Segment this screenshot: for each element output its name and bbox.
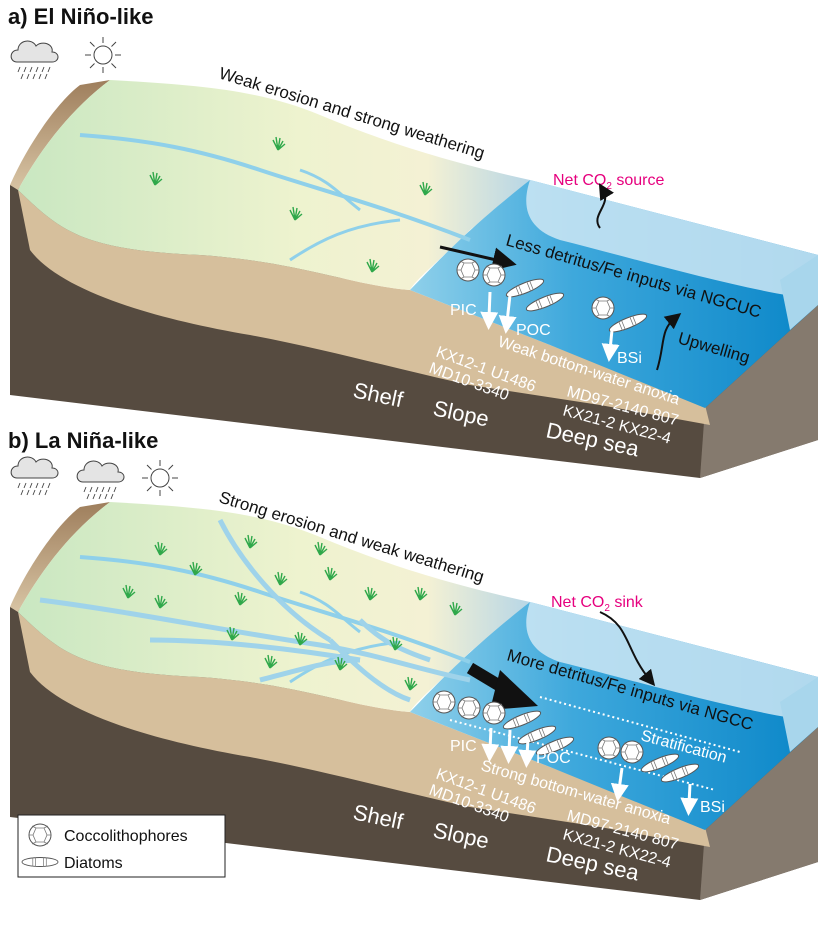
co2-flux-label: Net CO2 sink: [551, 594, 644, 614]
bsi-arrow-icon: [680, 783, 699, 816]
poc-arrow-icon: [498, 294, 517, 334]
legend-coccolithophores: Coccolithophores: [64, 828, 188, 845]
poc-label: POC: [516, 322, 551, 339]
bsi-label: BSi: [700, 799, 725, 816]
detritus-arrow-icon: [439, 245, 517, 271]
co2-arrow-icon: [599, 611, 656, 687]
pic-arrow-icon: [481, 727, 500, 762]
pic-label: PIC: [450, 738, 477, 755]
panel-el-nino: a) El Niño-like Weak erosion and strong …: [8, 4, 818, 480]
coccolithophore-icon: [432, 690, 456, 714]
coccolithophore-icon: [28, 823, 52, 847]
poc-arrow-icon: [518, 737, 537, 768]
panel-title: a) El Niño-like: [8, 4, 153, 29]
river-network: [39, 518, 471, 703]
coccolithophore-icon: [597, 736, 621, 760]
detritus-arrowhead-icon: [490, 670, 538, 710]
upwelling-arrow-icon: [656, 312, 682, 371]
coccolithophore-icon: [482, 263, 506, 287]
diatom-icon: [21, 857, 59, 867]
sun-icon: [84, 36, 122, 74]
poc-label: POC: [536, 750, 571, 767]
bsi-label: BSi: [617, 350, 642, 367]
stratification-line: [449, 719, 716, 791]
rain-cloud-icon: [76, 460, 125, 500]
coccolithophore-icon: [456, 258, 480, 282]
rain-cloud-icon: [10, 40, 59, 80]
rain-cloud-icon: [10, 456, 59, 496]
pic-arrow-icon: [480, 291, 499, 330]
sun-icon: [141, 459, 179, 497]
co2-flux-label: Net CO2 source: [553, 172, 664, 192]
co2-arrow-icon: [596, 183, 614, 229]
panel-title: b) La Niña-like: [8, 428, 158, 453]
coccolithophore-icon: [591, 296, 615, 320]
coccolithophore-icon: [457, 696, 481, 720]
bsi-arrow-icon: [601, 329, 620, 362]
poc-arrow-icon: [500, 729, 519, 764]
pic-label: PIC: [450, 302, 477, 319]
coccolithophore-icon: [620, 740, 644, 764]
legend-diatoms: Diatoms: [64, 855, 123, 872]
coccolithophore-icon: [482, 701, 506, 725]
bsi-arrow-icon: [610, 767, 629, 802]
legend: Coccolithophores Diatoms: [17, 814, 226, 878]
panel-la-nina: b) La Niña-like Strong erosion and weak …: [8, 428, 818, 902]
